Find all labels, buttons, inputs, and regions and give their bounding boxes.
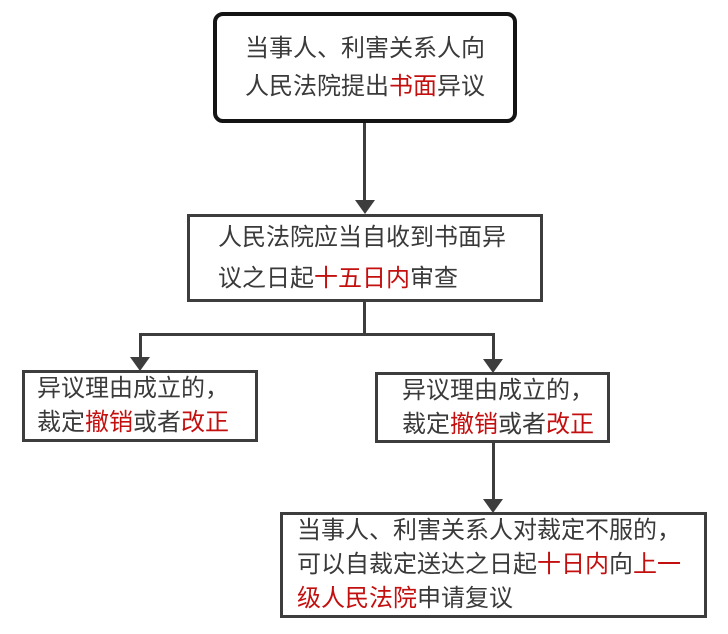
connector-top-to-review-line [363, 123, 366, 201]
text-segment: 审查 [410, 265, 458, 292]
text-line: 级人民法院申请复议 [297, 582, 704, 616]
text-segment: 议之日起 [218, 265, 314, 292]
node-ruling-left: 异议理由成立的， 裁定撤销或者改正 [22, 370, 258, 442]
text-segment: 当事人、利害关系人对裁定不服的， [297, 517, 681, 544]
text-segment-red: 改正 [181, 409, 229, 436]
text-line: 议之日起十五日内审查 [218, 258, 540, 299]
connector-ruling-to-appeal-arrowhead [483, 499, 503, 513]
text-segment: 申请复议 [417, 585, 513, 612]
text-segment: 异议 [437, 72, 485, 100]
text-segment: 或者 [133, 409, 181, 436]
text-segment: 当事人、利害关系人向 [245, 34, 485, 62]
text-segment: 向 [609, 551, 633, 578]
node-file-objection: 当事人、利害关系人向 人民法院提出书面异议 [213, 12, 517, 123]
connector-branch-right-line [492, 333, 495, 359]
connector-ruling-to-appeal-line [492, 443, 495, 499]
text-segment-red: 上一 [633, 551, 681, 578]
text-segment-red: 十日内 [537, 551, 609, 578]
connector-branch-horizontal-line [139, 333, 495, 336]
text-segment: 人民法院提出 [245, 72, 389, 100]
node-appeal-reconsideration: 当事人、利害关系人对裁定不服的， 可以自裁定送达之日起十日内向上一 级人民法院申… [280, 512, 707, 618]
text-segment-red: 改正 [546, 410, 594, 438]
connector-review-stem-line [363, 302, 366, 335]
text-segment: 或者 [498, 410, 546, 438]
text-segment: 可以自裁定送达之日起 [297, 551, 537, 578]
text-segment-red: 书面 [389, 72, 437, 100]
text-segment-red: 撤销 [85, 409, 133, 436]
text-line: 当事人、利害关系人对裁定不服的， [297, 514, 704, 548]
text-line: 人民法院提出书面异议 [245, 68, 485, 106]
text-segment: 裁定 [402, 410, 450, 438]
connector-top-to-review-arrowhead [355, 200, 375, 214]
text-segment: 异议理由成立的， [37, 375, 229, 402]
connector-branch-left-line [139, 333, 142, 357]
text-line: 人民法院应当自收到书面异 [218, 217, 540, 258]
text-line: 裁定撤销或者改正 [37, 406, 255, 440]
text-line: 裁定撤销或者改正 [402, 408, 607, 442]
text-segment: 人民法院应当自收到书面异 [218, 224, 506, 251]
text-line: 可以自裁定送达之日起十日内向上一 [297, 548, 704, 582]
node-court-review: 人民法院应当自收到书面异 议之日起十五日内审查 [187, 214, 543, 302]
node-ruling-right: 异议理由成立的， 裁定撤销或者改正 [375, 372, 610, 443]
connector-branch-right-arrowhead [483, 359, 503, 373]
text-line: 异议理由成立的， [37, 372, 255, 406]
text-segment-red: 级人民法院 [297, 585, 417, 612]
text-segment-red: 十五日内 [314, 265, 410, 292]
text-line: 异议理由成立的， [402, 374, 607, 408]
text-segment: 异议理由成立的， [402, 376, 594, 404]
connector-branch-left-arrowhead [130, 357, 150, 371]
text-segment-red: 撤销 [450, 410, 498, 438]
text-segment: 裁定 [37, 409, 85, 436]
text-line: 当事人、利害关系人向 [245, 30, 485, 68]
